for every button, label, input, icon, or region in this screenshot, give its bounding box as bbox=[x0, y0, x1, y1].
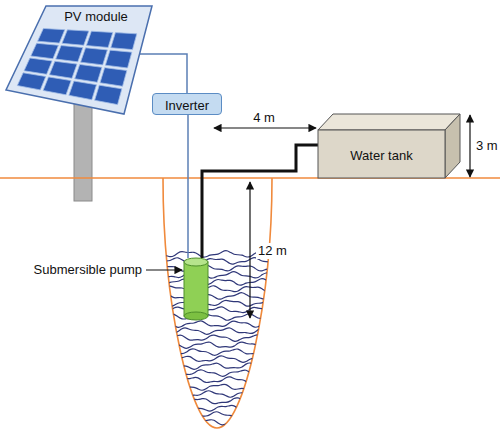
leader-arrow bbox=[146, 269, 182, 270]
water-wave bbox=[158, 412, 278, 418]
panel-pole bbox=[74, 95, 92, 201]
water-wave bbox=[158, 419, 278, 426]
solar-cell bbox=[17, 73, 45, 90]
water-wave bbox=[158, 293, 278, 300]
dimension-arrow bbox=[469, 115, 470, 177]
dimension-arrow bbox=[214, 127, 316, 128]
power-cable bbox=[140, 54, 187, 93]
submersible-pump: Submersible pump bbox=[184, 258, 208, 320]
pump-top bbox=[184, 258, 208, 266]
solar-cell bbox=[100, 68, 127, 87]
water-wave bbox=[158, 279, 278, 286]
water-wave bbox=[158, 397, 278, 404]
water-tank: Water tank bbox=[318, 130, 445, 178]
water-wave bbox=[158, 370, 278, 377]
solar-cell bbox=[49, 61, 77, 78]
solar-cell bbox=[24, 58, 52, 74]
node-label: Inverter bbox=[165, 98, 209, 114]
tank-top bbox=[318, 114, 460, 130]
dimension-label: 4 m bbox=[251, 110, 277, 126]
pump-body bbox=[184, 262, 208, 316]
water-wave bbox=[158, 391, 278, 398]
water-wave bbox=[158, 384, 278, 391]
water-wave bbox=[158, 349, 278, 355]
solar-cell bbox=[95, 85, 122, 104]
node-label: PV module bbox=[44, 9, 148, 25]
water-pipe bbox=[202, 145, 318, 258]
water-wave bbox=[158, 335, 278, 342]
node-label: Submersible pump bbox=[34, 262, 142, 278]
water-wave bbox=[158, 363, 278, 370]
tank-front bbox=[318, 130, 445, 178]
solar-cell bbox=[81, 48, 108, 65]
solar-cell bbox=[75, 64, 102, 82]
solar-cell bbox=[56, 46, 83, 62]
water-wave bbox=[158, 377, 278, 383]
dimension-arrow bbox=[249, 182, 250, 318]
pump-base bbox=[184, 312, 208, 320]
inverter-box: Inverter bbox=[152, 93, 222, 115]
solar-cell bbox=[105, 50, 131, 68]
water-wave bbox=[158, 342, 278, 348]
solar-cell bbox=[31, 43, 59, 58]
tank-side bbox=[445, 114, 460, 178]
dimension-label: 12 m bbox=[256, 243, 289, 259]
water-wave bbox=[158, 300, 278, 307]
solar-cell bbox=[43, 77, 71, 95]
solar-cell bbox=[38, 28, 65, 43]
water-wave bbox=[158, 286, 278, 293]
water-wave bbox=[158, 356, 278, 362]
panel-frame bbox=[6, 6, 152, 114]
water-wave bbox=[158, 405, 278, 411]
dimension-label: 3 m bbox=[474, 138, 500, 154]
solar-cell bbox=[62, 30, 89, 45]
water-wave bbox=[158, 314, 278, 320]
solar-cell bbox=[111, 33, 137, 50]
water-wave bbox=[158, 271, 278, 278]
pv-module: PV module bbox=[6, 6, 152, 114]
water-wave bbox=[158, 320, 278, 327]
solar-cell bbox=[86, 31, 112, 47]
well-water bbox=[158, 251, 278, 426]
solar-cell bbox=[69, 81, 97, 100]
power-cable bbox=[187, 115, 189, 258]
water-wave bbox=[158, 307, 278, 314]
node-label: Water tank bbox=[350, 148, 412, 164]
pump-shape bbox=[184, 258, 208, 320]
water-wave bbox=[158, 328, 278, 334]
